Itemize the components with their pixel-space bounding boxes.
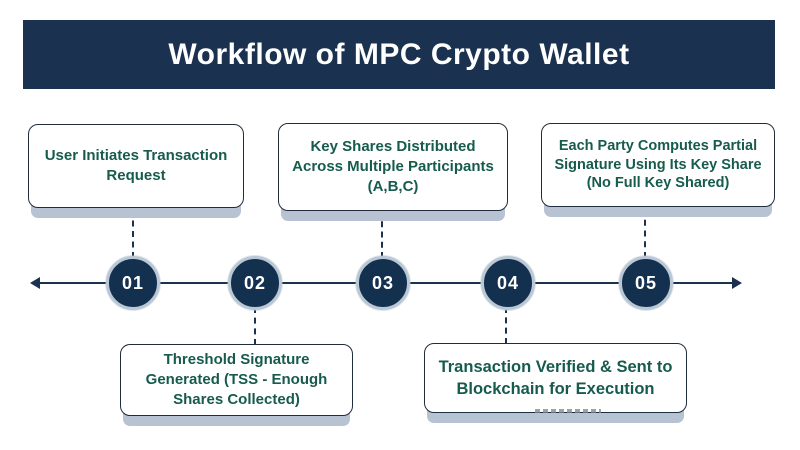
connector-step-3 bbox=[381, 211, 383, 258]
card-step-4: Transaction Verified & Sent to Blockchai… bbox=[424, 343, 687, 413]
milestone-circle-4: 04 bbox=[481, 256, 535, 310]
watermark bbox=[535, 409, 601, 413]
card-step-3-label: Key Shares Distributed Across Multiple P… bbox=[292, 137, 494, 196]
card-step-3: Key Shares Distributed Across Multiple P… bbox=[278, 123, 508, 211]
milestone-circle-3: 03 bbox=[356, 256, 410, 310]
connector-step-2 bbox=[254, 307, 256, 345]
milestone-number-1: 01 bbox=[121, 272, 145, 293]
connector-step-4 bbox=[505, 307, 507, 344]
card-step-2-label: Threshold Signature Generated (TSS - Eno… bbox=[145, 350, 328, 409]
card-step-2: Threshold Signature Generated (TSS - Eno… bbox=[120, 344, 353, 416]
milestone-circle-1: 01 bbox=[106, 256, 160, 310]
milestone-number-4: 04 bbox=[496, 272, 520, 293]
page-title: Workflow of MPC Crypto Wallet bbox=[168, 37, 630, 71]
card-step-1: User Initiates Transaction Request bbox=[28, 124, 244, 208]
card-step-4-label: Transaction Verified & Sent to Blockchai… bbox=[438, 357, 673, 398]
milestone-circle-2: 02 bbox=[228, 256, 282, 310]
connector-step-1 bbox=[132, 210, 134, 258]
milestone-number-5: 05 bbox=[634, 272, 658, 293]
timeline-arrow-left-icon bbox=[30, 277, 40, 289]
milestone-number-2: 02 bbox=[243, 272, 267, 293]
milestone-circle-5: 05 bbox=[619, 256, 673, 310]
title-banner: Workflow of MPC Crypto Wallet bbox=[23, 20, 775, 89]
connector-step-5 bbox=[644, 209, 646, 258]
card-step-5: Each Party Computes Partial Signature Us… bbox=[541, 123, 775, 207]
timeline-arrow-right-icon bbox=[732, 277, 742, 289]
milestone-number-3: 03 bbox=[371, 272, 395, 293]
card-step-1-label: User Initiates Transaction Request bbox=[44, 146, 228, 184]
card-step-5-label: Each Party Computes Partial Signature Us… bbox=[554, 137, 762, 192]
